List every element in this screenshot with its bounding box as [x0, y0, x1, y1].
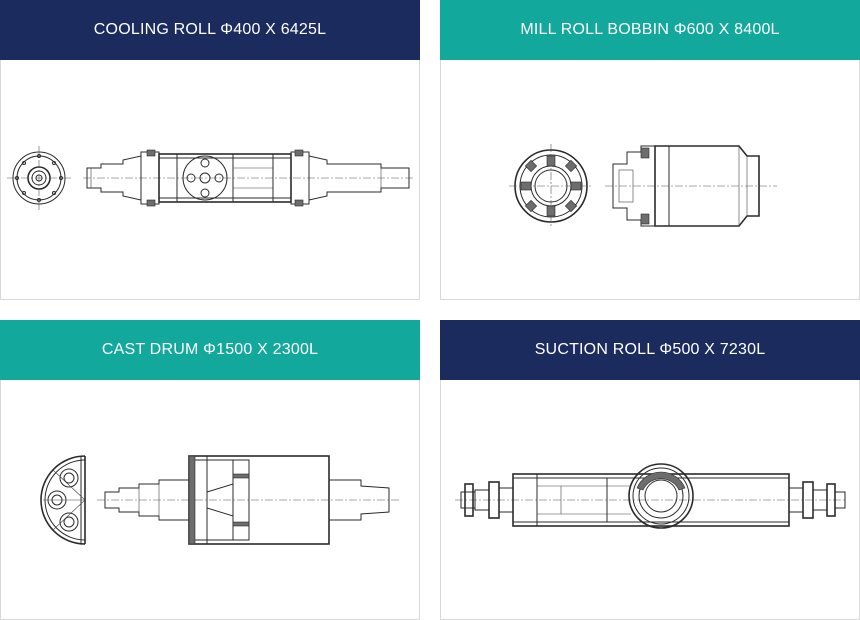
card-title: SUCTION ROLL Φ500 X 7230L [534, 341, 766, 358]
side-view [83, 149, 413, 207]
drawing-area [0, 60, 420, 300]
mill-roll-bobbin-drawing [509, 144, 777, 228]
product-card-cast-drum[interactable]: CAST DRUM Φ1500 X 2300L [0, 320, 420, 620]
side-view [605, 145, 777, 227]
product-card-suction-roll[interactable]: SUCTION ROLL Φ500 X 7230L [440, 320, 860, 620]
side-view [455, 463, 846, 529]
suction-roll-drawing [455, 463, 846, 529]
card-title: COOLING ROLL Φ400 X 6425L [93, 21, 327, 38]
product-card-mill-roll-bobbin[interactable]: MILL ROLL BOBBIN Φ600 X 8400L [440, 0, 860, 300]
end-view [40, 455, 86, 545]
drawing-area [440, 380, 860, 620]
card-title: CAST DRUM Φ1500 X 2300L [101, 341, 319, 358]
card-header: SUCTION ROLL Φ500 X 7230L [440, 320, 860, 380]
side-view [97, 455, 401, 545]
drawing-area [440, 60, 860, 300]
end-view [509, 144, 593, 228]
card-header: MILL ROLL BOBBIN Φ600 X 8400L [440, 0, 860, 60]
cast-drum-drawing [40, 455, 401, 545]
card-header: COOLING ROLL Φ400 X 6425L [0, 0, 420, 60]
card-title: MILL ROLL BOBBIN Φ600 X 8400L [520, 21, 780, 38]
product-card-cooling-roll[interactable]: COOLING ROLL Φ400 X 6425L [0, 0, 420, 300]
cooling-roll-drawing [7, 146, 413, 210]
drawing-area [0, 380, 420, 620]
card-header: CAST DRUM Φ1500 X 2300L [0, 320, 420, 380]
end-view [7, 146, 73, 210]
